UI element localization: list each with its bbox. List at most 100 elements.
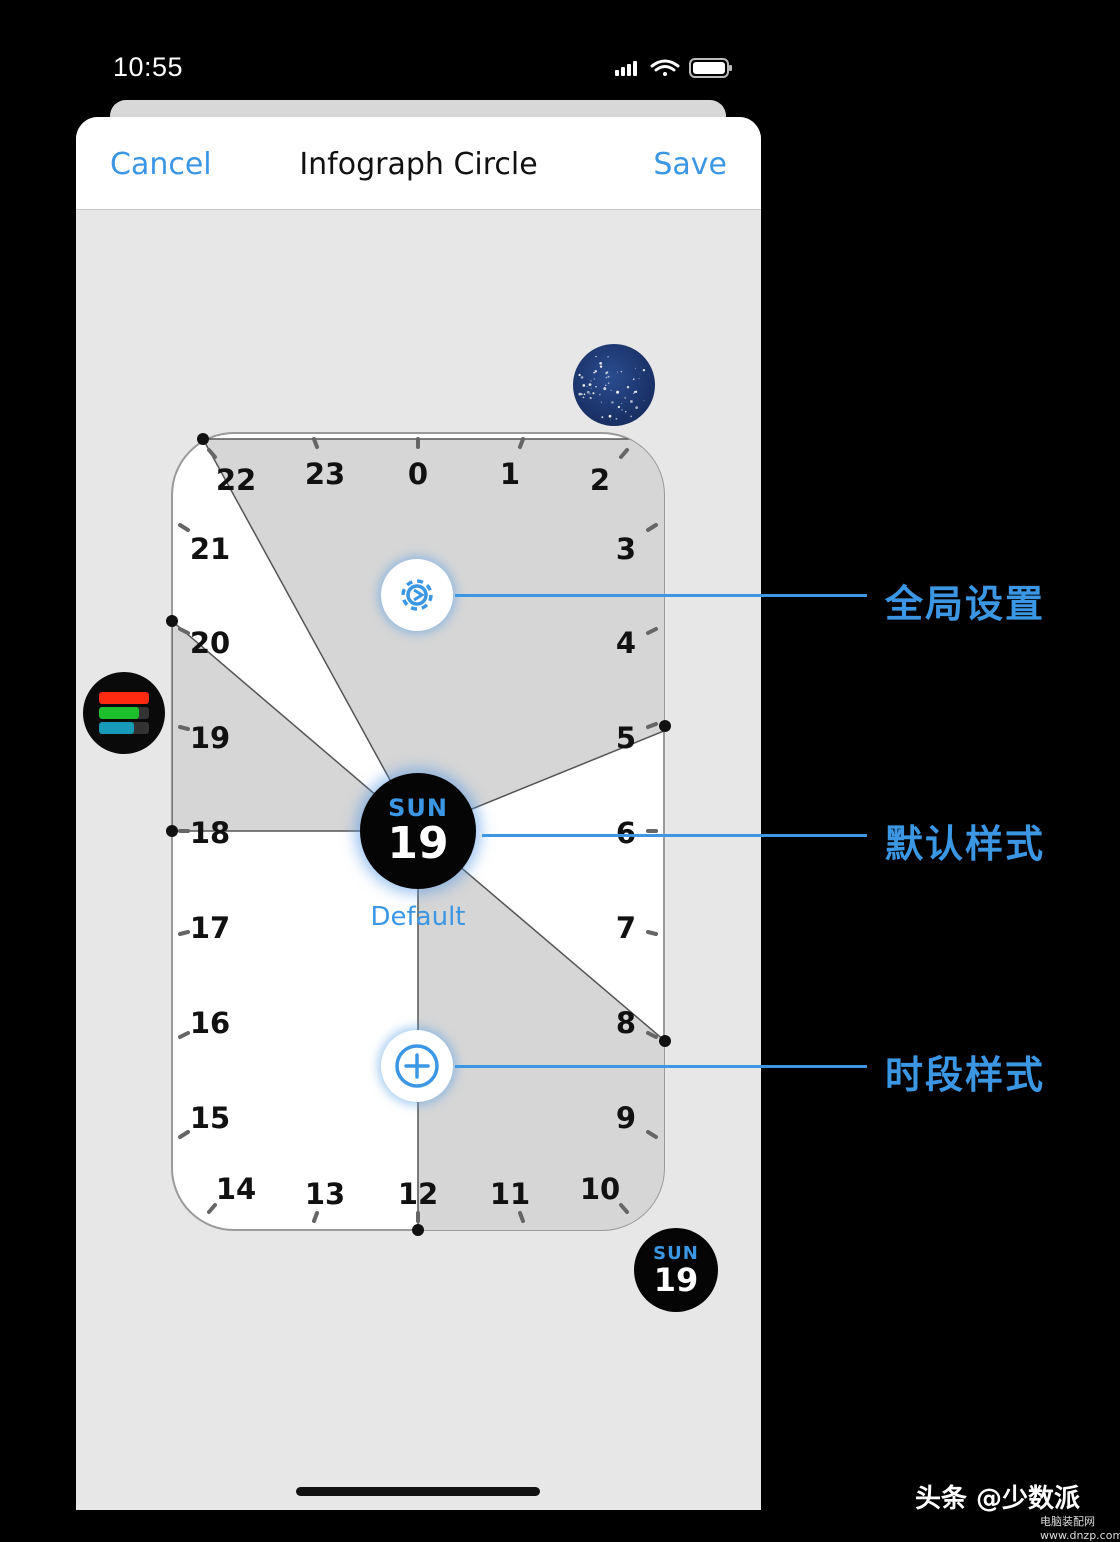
segment-handle[interactable] xyxy=(166,825,178,837)
star-dot xyxy=(625,411,627,413)
hour-tick xyxy=(518,1211,525,1223)
segment-handle[interactable] xyxy=(166,615,178,627)
hour-tick xyxy=(178,523,190,532)
day-label: SUN xyxy=(388,794,448,822)
wifi-icon xyxy=(650,59,680,76)
star-dot xyxy=(607,375,610,378)
status-icons xyxy=(612,56,734,88)
segment-handle[interactable] xyxy=(197,433,209,445)
annotation-period-style: 时段样式 xyxy=(885,1053,1046,1097)
page-title: Infograph Circle xyxy=(299,147,538,182)
star-dot xyxy=(616,371,618,373)
star-dot xyxy=(600,401,602,403)
hour-tick xyxy=(178,930,190,936)
segment-handle[interactable] xyxy=(412,1224,424,1236)
cancel-button[interactable]: Cancel xyxy=(110,147,212,182)
star-dot xyxy=(621,409,623,411)
hour-tick xyxy=(646,1031,658,1039)
star-dot xyxy=(595,385,597,388)
star-dot xyxy=(621,402,623,404)
star-dot xyxy=(592,392,595,395)
star-dot xyxy=(578,373,581,377)
star-dot xyxy=(616,390,618,392)
star-dot xyxy=(594,370,598,373)
hour-label: 22 xyxy=(215,463,257,497)
star-dot xyxy=(635,406,639,410)
star-dot xyxy=(599,393,601,396)
star-dot xyxy=(586,386,588,388)
complication-bar-fill xyxy=(99,707,139,719)
status-time: 10:55 xyxy=(113,52,184,82)
complication-bar-fill xyxy=(99,722,134,734)
star-dot xyxy=(599,361,603,365)
star-dot xyxy=(601,416,604,419)
hour-ticks xyxy=(178,437,658,1223)
complication-bar-3 xyxy=(99,722,149,734)
segment-handle[interactable] xyxy=(659,720,671,732)
star-dot xyxy=(642,368,646,372)
star-dot xyxy=(617,405,621,409)
star-dot xyxy=(629,400,633,403)
star-dot xyxy=(590,380,592,382)
hour-tick xyxy=(646,627,658,635)
segment-22-to-5 xyxy=(201,438,664,832)
navigation-bar: Cancel Infograph Circle Save xyxy=(76,117,761,210)
corner-date-button[interactable]: SUN 19 xyxy=(634,1228,718,1312)
cellular-signal-icon xyxy=(615,61,637,76)
star-dot xyxy=(638,378,640,379)
star-dot xyxy=(615,417,618,420)
battery-icon xyxy=(689,58,732,78)
gear-icon xyxy=(401,579,433,611)
corner-day-label: SUN xyxy=(653,1242,699,1264)
star-dot xyxy=(593,371,596,374)
hour-label: 8 xyxy=(615,1006,637,1040)
plus-circle-icon xyxy=(395,1044,439,1088)
background-picker-button[interactable] xyxy=(573,344,655,426)
hour-tick xyxy=(312,437,319,449)
annotation-line xyxy=(455,594,867,597)
hour-label: 20 xyxy=(189,626,231,660)
star-dot xyxy=(624,396,627,399)
segment-handle[interactable] xyxy=(659,1035,671,1047)
star-dot xyxy=(620,370,623,373)
hour-tick xyxy=(207,448,217,459)
hour-label: 16 xyxy=(189,1006,231,1040)
hour-label: 10 xyxy=(579,1172,621,1206)
star-dot xyxy=(580,376,584,379)
star-dot xyxy=(589,393,591,395)
home-indicator[interactable] xyxy=(296,1487,540,1496)
hour-tick xyxy=(646,523,658,532)
segment-20-to-18 xyxy=(172,619,421,832)
save-button[interactable]: Save xyxy=(653,147,727,182)
hour-label: 18 xyxy=(189,816,231,850)
hour-label: 19 xyxy=(189,721,231,755)
star-dot xyxy=(626,385,630,389)
default-style-button[interactable]: SUN 19 xyxy=(360,773,476,889)
hour-label: 17 xyxy=(189,911,231,945)
annotation-line xyxy=(482,834,867,837)
star-dot xyxy=(610,389,612,391)
hour-tick xyxy=(178,1130,190,1139)
hour-label: 0 xyxy=(407,457,429,491)
star-dot xyxy=(605,384,607,387)
star-dot xyxy=(607,382,610,384)
complication-bar-2 xyxy=(99,707,149,719)
complication-bar-fill xyxy=(99,692,149,704)
star-dot xyxy=(589,396,592,400)
star-dot xyxy=(586,390,590,394)
hour-label: 15 xyxy=(189,1101,231,1135)
global-settings-button[interactable] xyxy=(381,559,453,631)
hour-tick xyxy=(518,437,525,449)
hour-label: 23 xyxy=(304,457,346,491)
hour-label: 9 xyxy=(615,1101,637,1135)
star-dot xyxy=(633,392,635,395)
hour-label: 2 xyxy=(589,463,611,497)
hour-tick xyxy=(178,627,190,635)
hour-label: 7 xyxy=(615,911,637,945)
add-period-button[interactable] xyxy=(381,1030,453,1102)
complication-picker-button[interactable] xyxy=(83,672,165,754)
hour-label: 21 xyxy=(189,532,231,566)
star-dot xyxy=(616,390,620,394)
hour-label: 1 xyxy=(499,457,521,491)
